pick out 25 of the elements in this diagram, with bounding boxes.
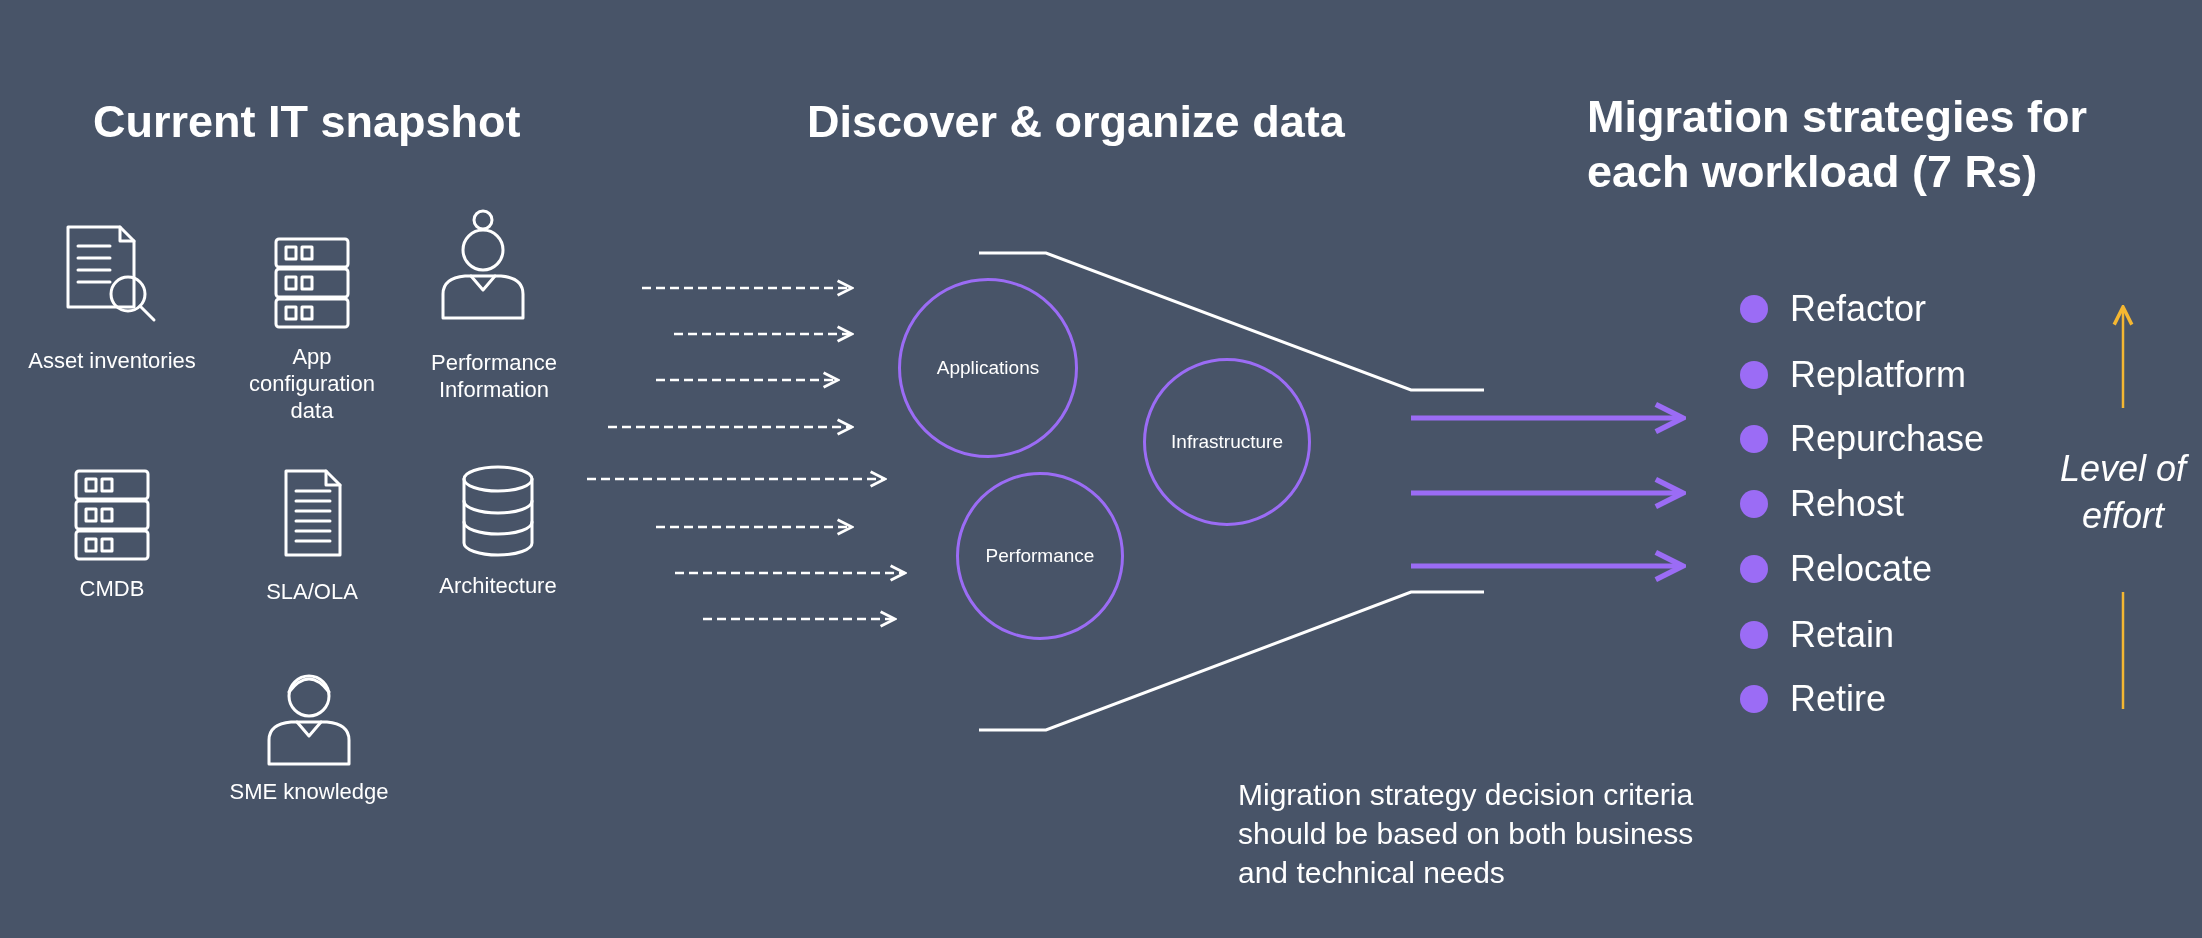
strategy-label: Refactor [1790, 287, 1928, 331]
section-heading: Discover & organize data [807, 95, 1346, 149]
note-text: Migration strategy decision criteria should be based on both business and technical needs [1238, 777, 1695, 891]
icon-caption: Performance Information [430, 350, 558, 404]
node-label: Infrastructure [1171, 431, 1283, 453]
icon-caption: Asset inventories [27, 348, 197, 375]
icon-caption: App configuration data [248, 344, 376, 425]
process-circle [898, 278, 1078, 458]
strategy-label: Repurchase [1790, 417, 1986, 461]
strategy-label: Rehost [1790, 482, 1906, 526]
strategy-label: Retire [1790, 677, 1888, 721]
node-label: Applications [936, 357, 1040, 379]
node-label: Performance [985, 545, 1095, 567]
process-circle [1143, 358, 1311, 526]
icon-caption: SLA/OLA [265, 579, 359, 606]
strategy-label: Retain [1790, 613, 1896, 657]
process-circle [956, 472, 1124, 640]
axis-label: Level of effort [2058, 447, 2188, 538]
strategy-label: Replatform [1790, 353, 1968, 397]
icon-caption: CMDB [78, 576, 146, 603]
icon-caption: Architecture [438, 573, 558, 600]
section-heading: Migration strategies for each workload (7 Rs) [1587, 90, 2089, 199]
section-heading: Current IT snapshot [93, 95, 522, 149]
strategy-label: Relocate [1790, 547, 1934, 591]
icon-caption: SME knowledge [228, 779, 390, 806]
